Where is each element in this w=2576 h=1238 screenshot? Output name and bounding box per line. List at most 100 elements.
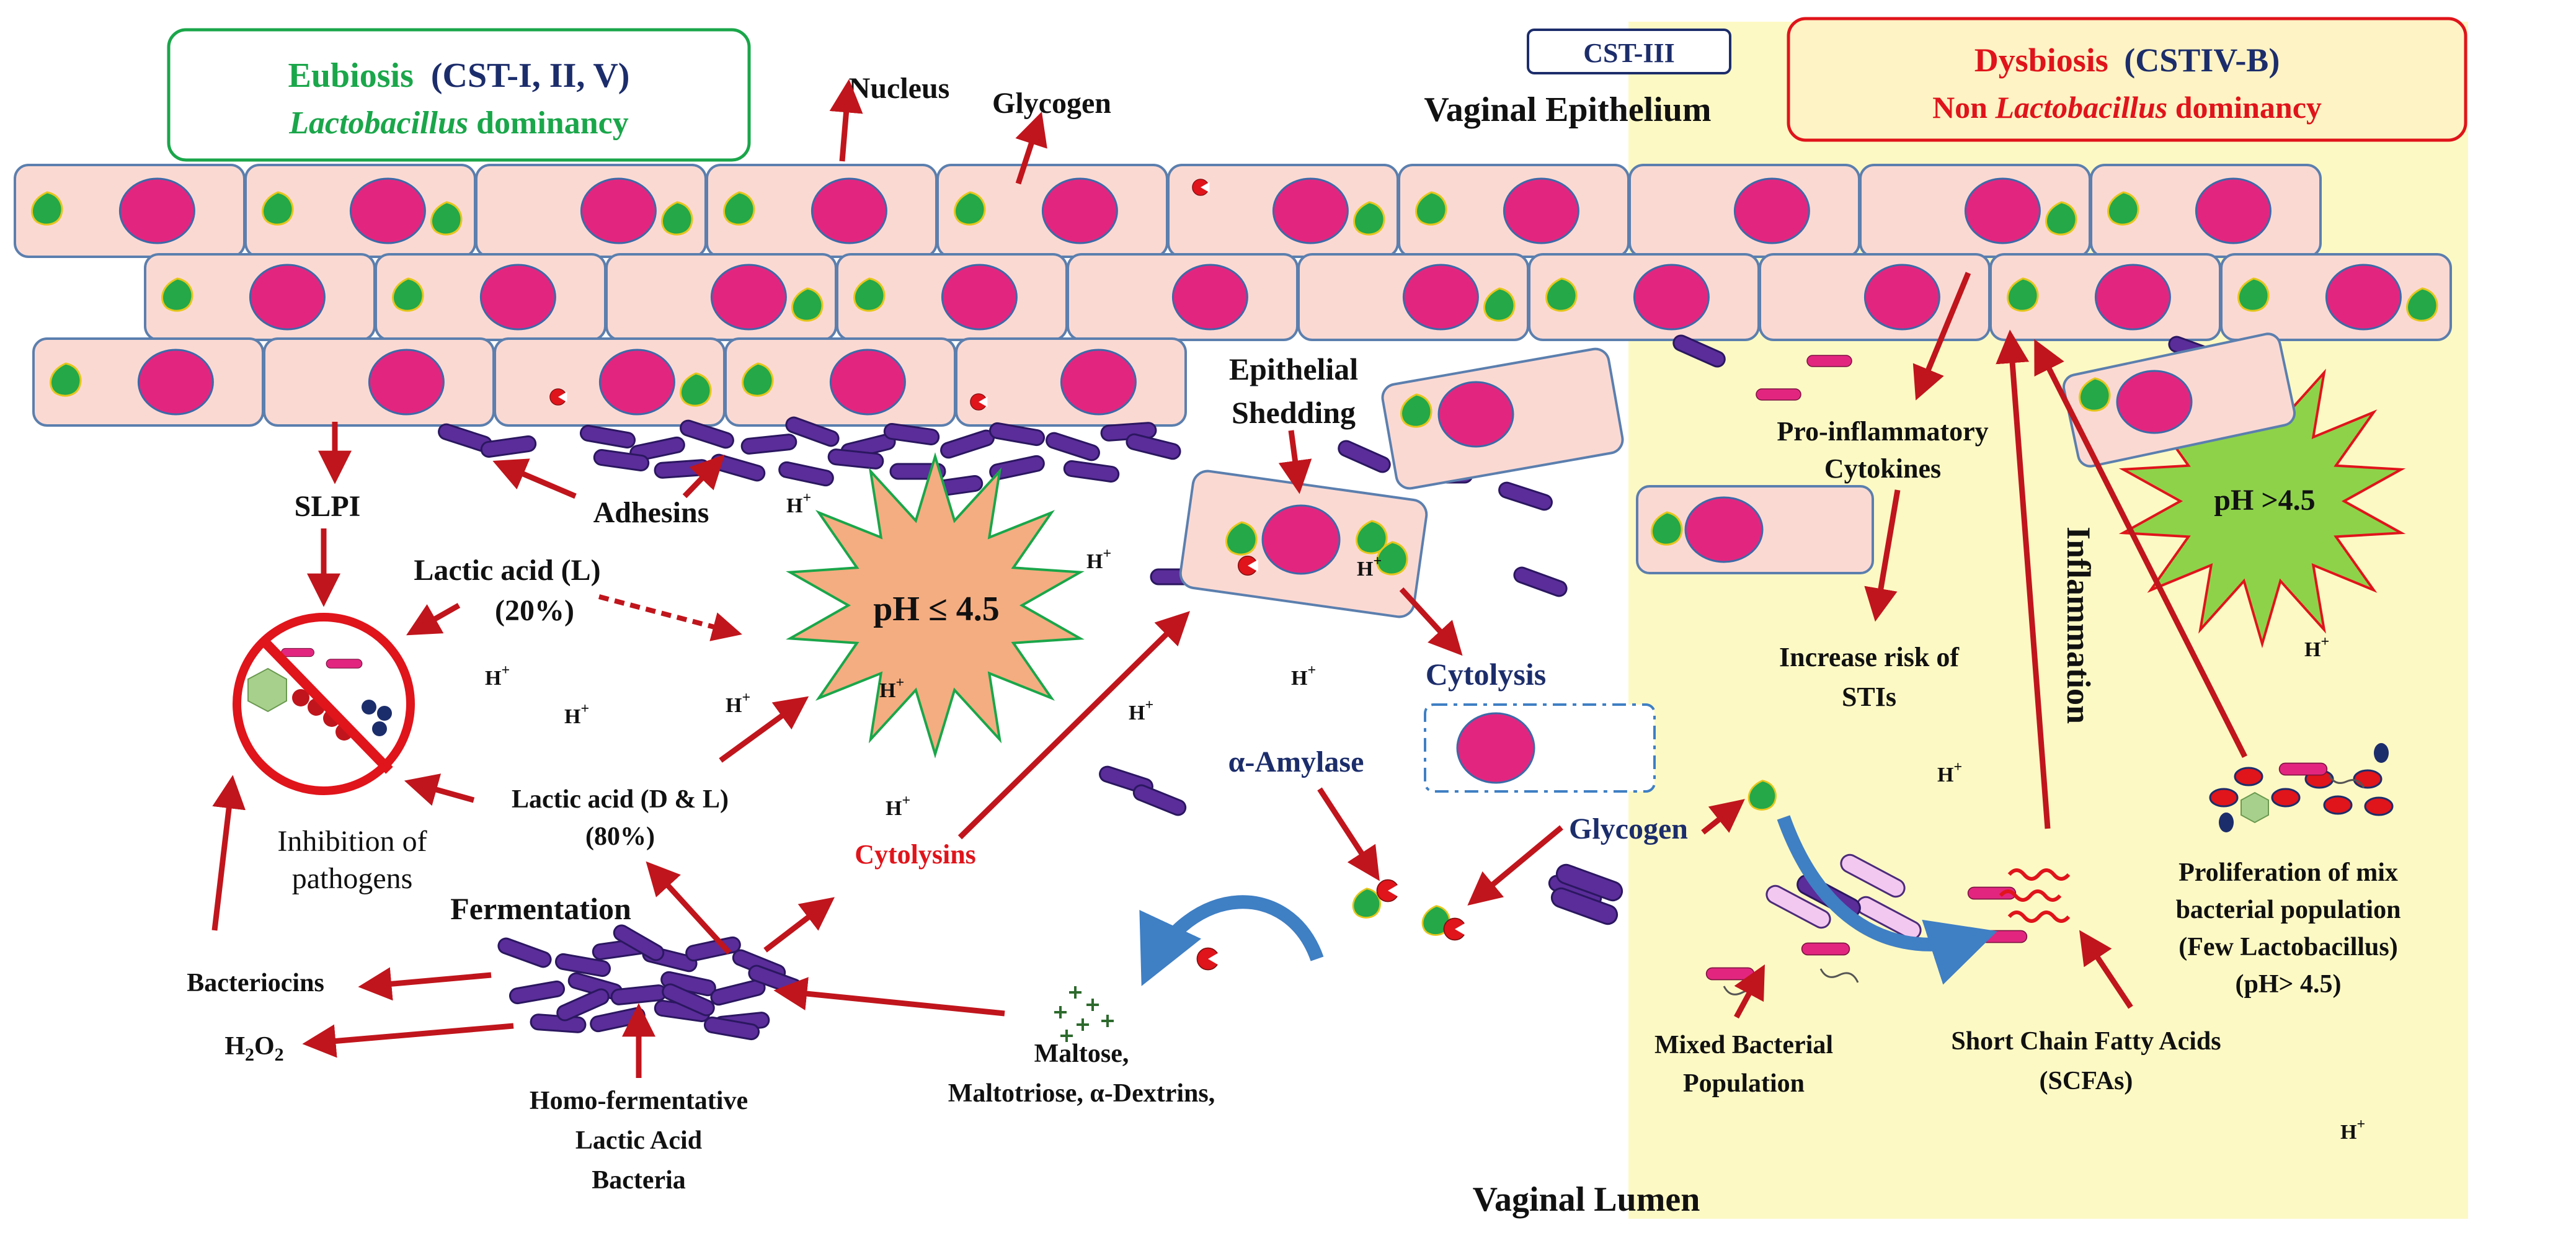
cell-nucleus xyxy=(1060,349,1137,416)
epithelial-cell xyxy=(1067,253,1299,341)
epithelial-cell xyxy=(263,337,495,427)
epithelial-cell xyxy=(144,253,376,341)
lactic-dl-line1: Lactic acid (D & L) xyxy=(512,785,729,814)
cst3-label: CST-III xyxy=(1583,38,1675,68)
loose-cell-3 xyxy=(2063,332,2296,468)
cell-nucleus xyxy=(137,349,214,416)
proton-marker: H+ xyxy=(786,490,811,517)
svg-text:Non Lactobacillus dominancy: Non Lactobacillus dominancy xyxy=(1932,90,2322,125)
epithelial-cell xyxy=(1167,164,1399,258)
eubiosis-title: Eubiosis xyxy=(288,56,414,95)
lactobacillus-rod xyxy=(1496,479,1555,513)
epithelial-cell xyxy=(1528,253,1760,341)
svg-text:Eubiosis (CST-I, II, V): Eubiosis (CST-I, II, V) xyxy=(288,56,630,95)
prolif-line3: (Few Lactobacillus) xyxy=(2178,933,2397,961)
dysbiosis-box: Dysbiosis (CSTIV-B) Non Lactobacillus do… xyxy=(1787,17,2467,142)
adhesins-label: Adhesins xyxy=(593,496,709,529)
flow-arrows xyxy=(211,79,2248,1078)
inhibition-label-line1: Inhibition of xyxy=(277,825,427,858)
fermentation-rod xyxy=(508,979,566,1005)
scfa-squiggles xyxy=(1999,868,2071,923)
proliferation-bacteria xyxy=(2209,743,2394,832)
cell-nucleus xyxy=(118,177,195,244)
cell-nucleus xyxy=(1402,264,1479,331)
dysbiosis-genus: Lactobacillus xyxy=(1994,90,2167,125)
scfa-line2: (SCFAs) xyxy=(2040,1067,2133,1095)
svg-text:Lactobacillus dominancy: Lactobacillus dominancy xyxy=(288,105,628,141)
inhibition-symbol xyxy=(233,613,415,795)
eubiosis-rest: dominancy xyxy=(468,105,629,141)
ph-low-starburst xyxy=(786,452,1085,759)
sti-line1: Increase risk of xyxy=(1779,642,1960,672)
nucleus-label: Nucleus xyxy=(849,72,950,105)
proinflam-line1: Pro-inflammatory xyxy=(1777,416,1988,447)
epithelial-cell xyxy=(494,337,726,427)
cell-nucleus xyxy=(349,177,426,244)
maltose-line2: Maltotriose, α-Dextrins, xyxy=(948,1079,1215,1108)
lactobacillus-rod xyxy=(579,424,637,450)
cell-nucleus xyxy=(479,264,556,331)
cell-nucleus xyxy=(580,177,657,244)
fermentation-rod xyxy=(708,977,768,1007)
cell-nucleus xyxy=(1733,177,1810,244)
h2o2-label: H2O2 xyxy=(224,1032,283,1065)
slpi-label: SLPI xyxy=(295,490,361,523)
cell-nucleus xyxy=(2195,177,2272,244)
epithelial-cell xyxy=(936,164,1168,258)
lactic-l-line1: Lactic acid (L) xyxy=(414,554,600,587)
lactobacillus-rod xyxy=(1130,782,1189,819)
epithelial-cell xyxy=(32,337,264,427)
epithelial-cell xyxy=(1759,253,1991,341)
epithelial-line1: Epithelial xyxy=(1229,352,1358,386)
cell-nucleus xyxy=(249,264,326,331)
epithelial-cell xyxy=(605,253,837,341)
epithelial-cell xyxy=(724,337,956,427)
cell-nucleus xyxy=(710,264,787,331)
fermentation-bacteria-cluster xyxy=(495,922,804,1041)
lactic-dl-line2: (80%) xyxy=(585,822,655,851)
mixed-line1: Mixed Bacterial xyxy=(1654,1031,1833,1059)
proton-marker: H+ xyxy=(1357,553,1382,581)
lactobacillus-rod xyxy=(708,452,768,484)
cell-nucleus xyxy=(368,349,445,416)
epithelial-cell xyxy=(244,164,476,258)
glycogen-mid-label: Glycogen xyxy=(1569,813,1688,845)
cell-nucleus xyxy=(1041,177,1118,244)
proton-marker: H+ xyxy=(485,662,510,690)
amylase-curve-arrow xyxy=(1139,895,1324,986)
homo-line2: Lactic Acid xyxy=(575,1126,702,1155)
proton-marker: H+ xyxy=(1129,697,1153,724)
lactobacillus-rod xyxy=(740,432,798,456)
scfa-line1: Short Chain Fatty Acids xyxy=(1951,1027,2221,1056)
fermentation-label: Fermentation xyxy=(450,891,631,926)
epithelial-cell xyxy=(1297,253,1529,341)
cytolysis-label: Cytolysis xyxy=(1426,657,1546,692)
proton-marker: H+ xyxy=(1937,759,1962,786)
cell-nucleus xyxy=(2325,264,2402,331)
cell-nucleus xyxy=(1171,264,1248,331)
proton-marker: H+ xyxy=(1291,662,1316,690)
vaginal-lumen-label: Vaginal Lumen xyxy=(1473,1180,1700,1219)
cell-nucleus xyxy=(1863,264,1940,331)
proton-marker: H+ xyxy=(564,701,589,728)
ph-high-label: pH >4.5 xyxy=(2214,484,2315,517)
cell-nucleus xyxy=(1633,264,1710,331)
dysbiosis-rest: dominancy xyxy=(2167,90,2322,125)
dysbiosis-prefix: Non xyxy=(1932,90,1995,125)
epithelial-cell xyxy=(1989,253,2221,341)
glycogen-curve-arrow xyxy=(1777,815,1997,985)
cell-nucleus xyxy=(1272,177,1349,244)
inhibition-label-line2: pathogens xyxy=(292,862,413,895)
dysbiosis-title: Dysbiosis xyxy=(1974,42,2108,79)
lactobacillus-rod xyxy=(776,460,836,488)
homo-line1: Homo-fermentative xyxy=(530,1087,748,1115)
inflammation-label: Inflammation xyxy=(2060,527,2097,724)
maltose-sparkles xyxy=(1054,986,1114,1042)
pathogen-rod xyxy=(1756,388,1801,401)
epithelial-cell xyxy=(2090,164,2322,258)
cell-nucleus xyxy=(598,349,675,416)
prolif-line2: bacterial population xyxy=(2176,896,2401,924)
lactobacillus-rod xyxy=(1043,430,1103,463)
lactobacillus-rod xyxy=(1335,437,1393,476)
